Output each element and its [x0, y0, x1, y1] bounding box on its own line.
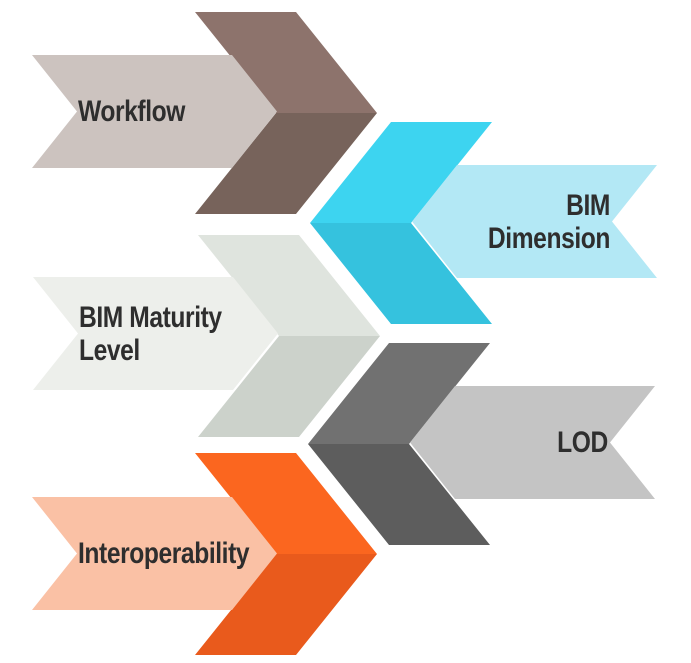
bim-maturity-level-label: BIM Maturity Level — [79, 300, 222, 367]
lod-label: LOD — [557, 426, 608, 459]
lod-banner: LOD — [410, 386, 655, 499]
bim-dimension-label: BIM Dimension — [487, 188, 610, 255]
interoperability-label: Interoperability — [78, 537, 250, 570]
bim-maturity-level-banner: BIM Maturity Level — [33, 277, 278, 390]
bim-dimension-banner: BIM Dimension — [412, 165, 657, 278]
interoperability-banner: Interoperability — [32, 497, 277, 610]
workflow-label: Workflow — [78, 95, 185, 128]
workflow-banner: Workflow — [32, 55, 277, 168]
